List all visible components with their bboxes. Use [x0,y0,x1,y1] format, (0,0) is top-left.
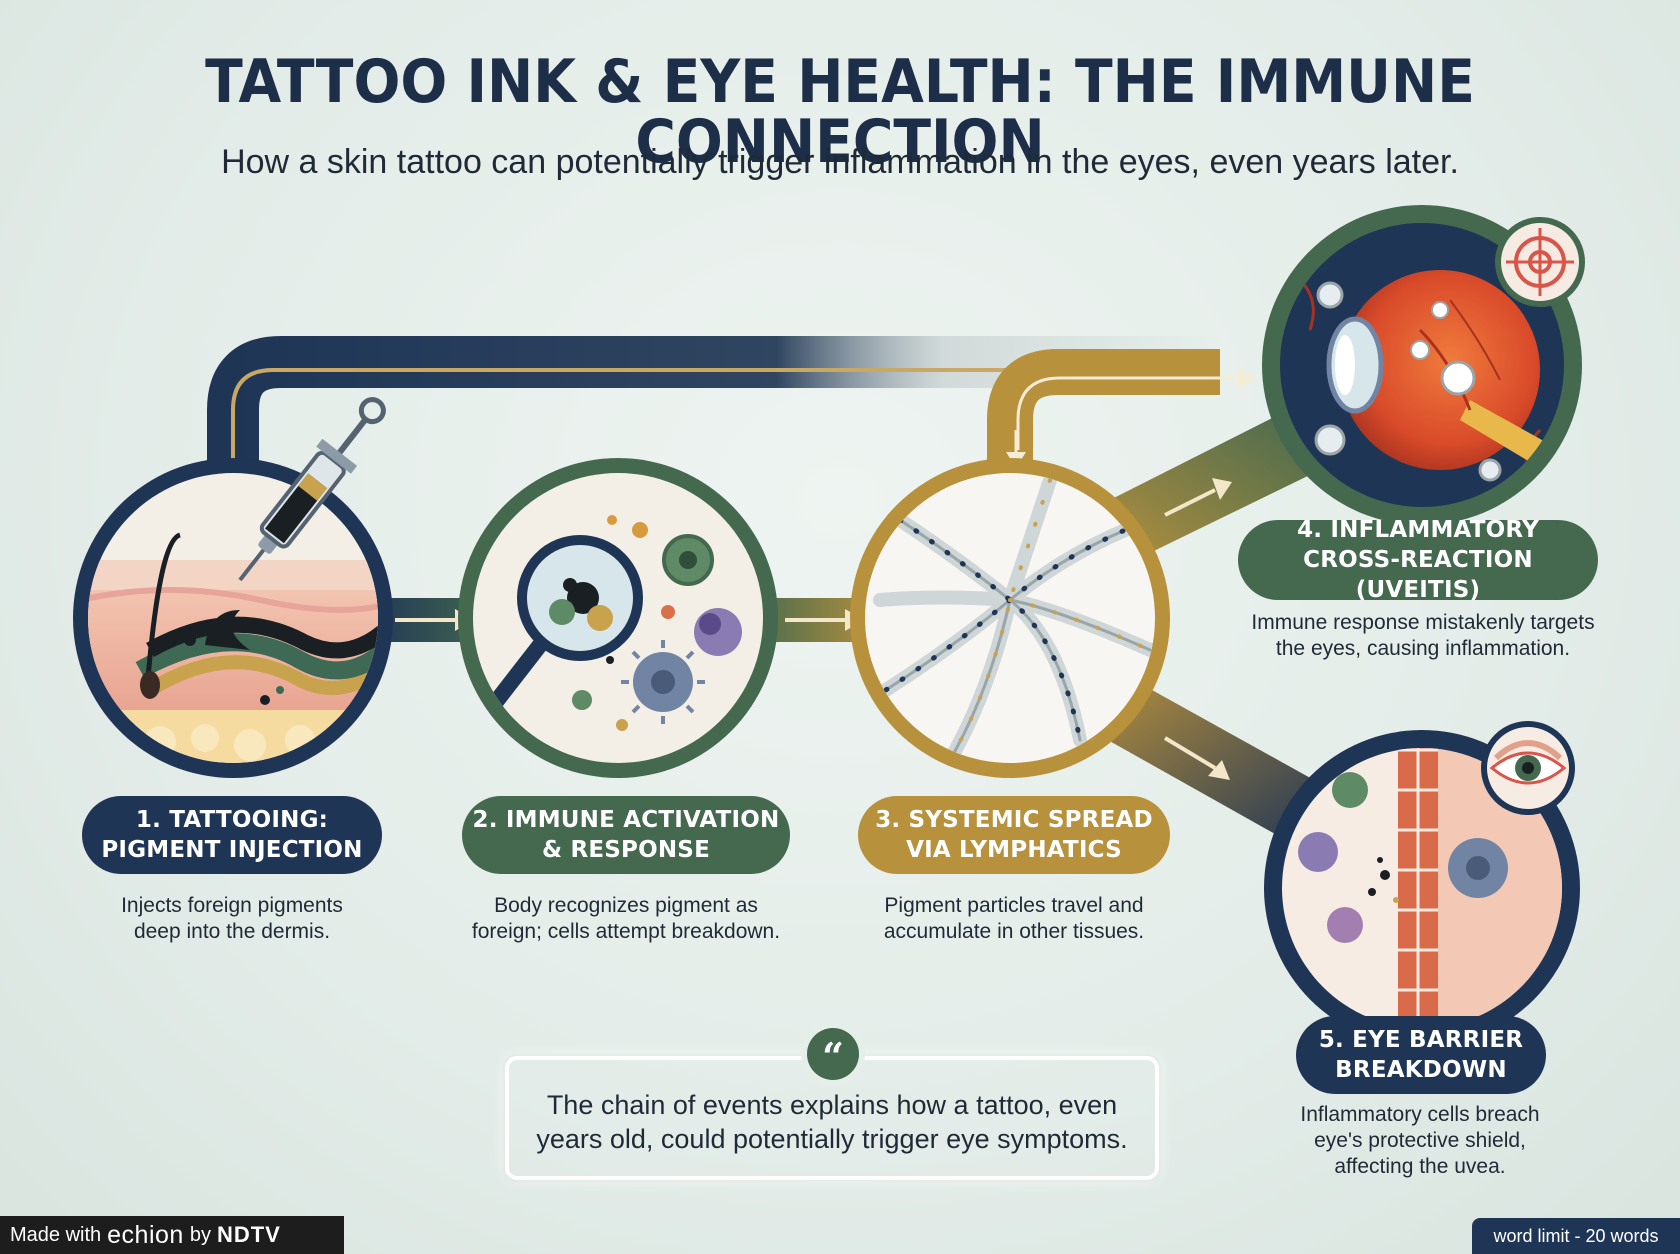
barrier-breach-icon [1264,721,1580,1046]
red-eye-icon [1481,721,1575,815]
word-limit-badge: word limit - 20 words [1472,1218,1680,1254]
quote-line-2: years old, could potentially trigger eye… [536,1124,1128,1154]
arrow-3-4-icon [1212,478,1232,500]
band-3-5 [1090,675,1332,848]
summary-quote-box: The chain of events explains how a tatto… [505,1056,1159,1180]
step-2-label: 2. IMMUNE ACTIVATION& RESPONSE [462,796,790,874]
band-3-4 [1090,410,1320,565]
made-with-text: Made with [10,1223,102,1246]
arrow-3-5-icon [1208,760,1230,780]
quote-line-1: The chain of events explains how a tatto… [546,1090,1118,1120]
step-1-label: 1. TATTOOING:PIGMENT INJECTION [82,796,382,874]
syringe-skin-icon [73,397,393,778]
lymphatic-network-icon [850,458,1170,778]
by-text: by [189,1223,211,1246]
top-connector [207,336,1220,470]
page-title: TATTOO INK & EYE HEALTH: THE IMMUNE CONN… [205,47,1475,177]
gold-connector [987,349,1256,472]
ndtv-logo: NDTV [216,1222,281,1247]
quote-mark-icon: “ [807,1028,859,1080]
made-with-banner: Made with echion by NDTV [0,1216,344,1254]
page-subtitle: How a skin tattoo can potentially trigge… [221,143,1459,181]
inflamed-eye-icon [1262,205,1585,525]
echion-logo: echion [107,1220,184,1249]
magnifier-cells-icon [458,458,778,778]
target-icon [1495,217,1585,307]
